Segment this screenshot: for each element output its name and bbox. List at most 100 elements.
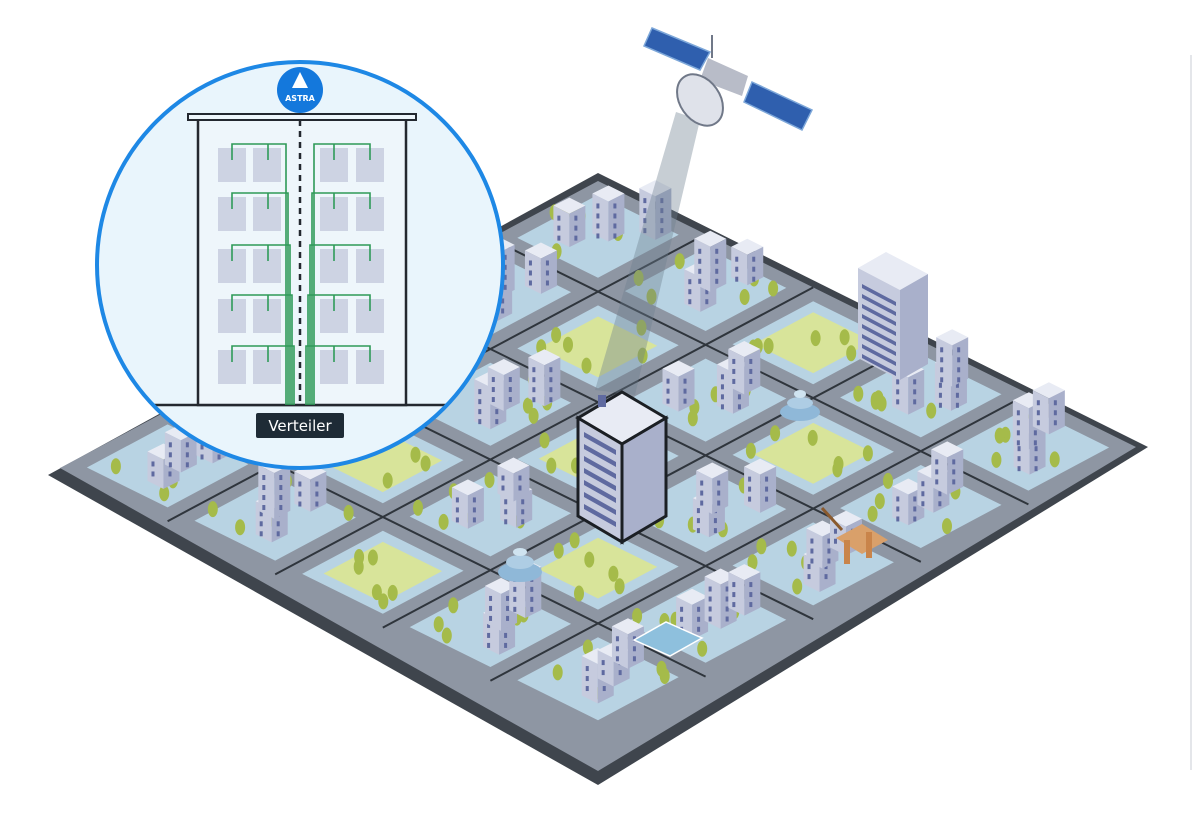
tree <box>697 640 708 657</box>
tree <box>413 499 423 516</box>
building <box>487 359 520 412</box>
cable-line <box>305 345 371 405</box>
tree <box>637 347 648 364</box>
building <box>592 185 625 242</box>
building <box>294 463 327 512</box>
playground-icon <box>820 506 888 564</box>
tree <box>343 504 354 521</box>
building <box>528 349 561 407</box>
tree <box>438 513 449 530</box>
tower-window <box>584 432 616 455</box>
cable-line <box>231 143 287 405</box>
tree <box>807 429 818 446</box>
sports-court <box>632 621 704 657</box>
cable-line <box>231 244 291 405</box>
cable-line <box>313 143 371 405</box>
road-line <box>274 286 814 576</box>
tree <box>382 472 393 489</box>
page-divider <box>1190 55 1192 770</box>
tree <box>448 597 459 614</box>
tree <box>867 505 878 522</box>
building <box>731 238 764 286</box>
tower-window <box>584 456 616 479</box>
tree <box>994 427 1005 444</box>
tree <box>846 345 857 362</box>
building <box>451 479 484 529</box>
tree <box>739 289 750 305</box>
cable-line <box>311 192 371 405</box>
tree <box>636 319 647 336</box>
tree <box>378 593 389 610</box>
tree <box>883 472 893 489</box>
building-inset: ASTRA Verteiler <box>95 60 505 470</box>
tree <box>207 501 218 518</box>
cable-line <box>231 294 293 405</box>
tree <box>553 542 564 559</box>
tree <box>876 395 887 412</box>
distributor-label-bg <box>256 413 344 438</box>
building-roof <box>187 113 417 121</box>
tree <box>410 446 421 463</box>
apartment-unit <box>253 148 281 182</box>
tree <box>810 330 821 347</box>
tree <box>574 585 584 602</box>
tall-tower <box>858 252 928 380</box>
fountain-icon <box>498 548 542 582</box>
tower-window <box>584 444 616 467</box>
building <box>936 329 969 387</box>
tree <box>522 397 533 414</box>
building <box>696 462 729 515</box>
tree <box>833 456 844 472</box>
building <box>676 588 709 640</box>
tower-window <box>862 354 896 376</box>
tree <box>608 565 619 582</box>
cable-line <box>309 244 371 405</box>
park-area <box>538 316 658 378</box>
tree <box>656 660 667 677</box>
tree <box>584 551 595 568</box>
tower-window <box>584 492 616 515</box>
cable-line <box>307 294 371 405</box>
building <box>744 458 777 513</box>
tree <box>770 425 781 442</box>
tree <box>433 616 444 633</box>
tree <box>581 357 592 374</box>
building <box>1032 382 1065 435</box>
tower-window <box>584 468 616 491</box>
building <box>662 360 695 412</box>
tree <box>484 472 495 488</box>
logo-text: ASTRA <box>285 94 316 103</box>
tower-dish <box>598 395 606 407</box>
tree <box>756 538 767 555</box>
tree <box>528 407 539 424</box>
park-area <box>538 537 658 599</box>
tree <box>563 336 573 353</box>
tree <box>786 540 797 557</box>
apartment-unit <box>253 197 281 231</box>
tower-window <box>862 284 896 306</box>
apartment-unit <box>253 350 281 384</box>
building <box>524 242 557 294</box>
tree <box>633 270 644 286</box>
tower-window <box>862 324 896 346</box>
tree <box>768 280 779 297</box>
road-line <box>489 392 1029 682</box>
tree <box>839 329 850 346</box>
tree <box>569 532 580 549</box>
building <box>639 180 672 240</box>
tree <box>539 432 550 449</box>
astra-logo-icon: ASTRA <box>277 67 323 113</box>
tower-window <box>862 294 896 316</box>
tower-window <box>862 334 896 356</box>
tree <box>874 493 885 510</box>
tree <box>853 385 864 402</box>
tree <box>354 549 365 565</box>
building <box>694 230 727 292</box>
tree <box>614 578 625 595</box>
tree <box>862 445 873 462</box>
building <box>728 340 761 395</box>
tree <box>646 288 657 305</box>
tower-window <box>862 304 896 326</box>
tree <box>551 327 562 343</box>
